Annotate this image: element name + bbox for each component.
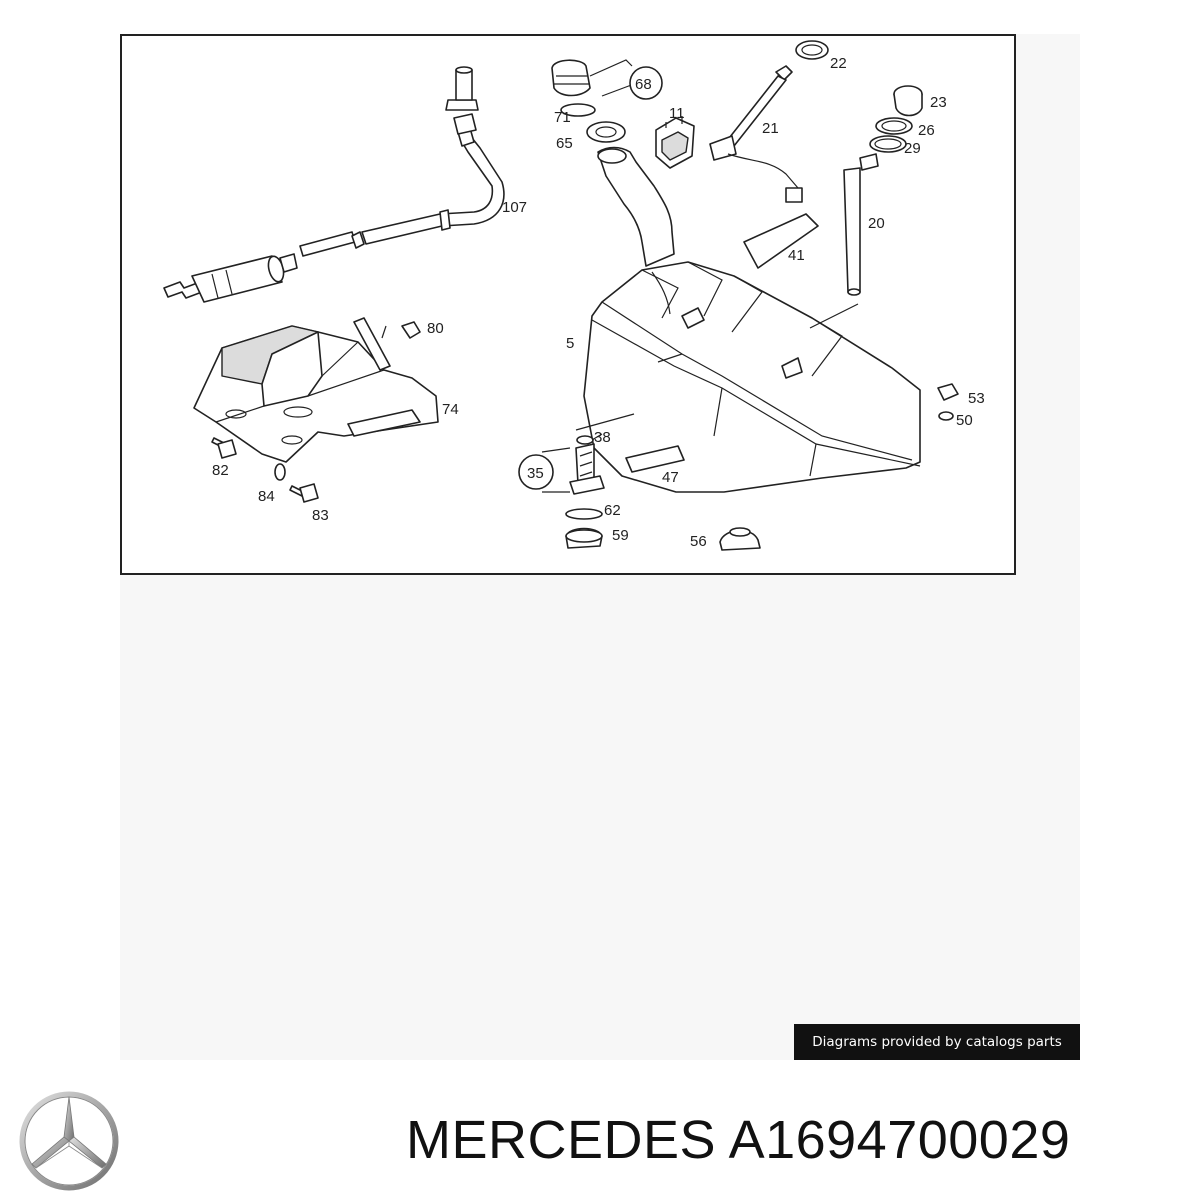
part-label-56: 56	[690, 533, 707, 550]
leader-lines	[381, 59, 859, 493]
pad-41-drawing	[743, 213, 819, 269]
part-title: MERCEDES A1694700029	[406, 1110, 1071, 1170]
callout-circle-35	[518, 454, 554, 490]
part-label-11: 11	[669, 105, 685, 122]
part-label-23: 23	[930, 94, 947, 111]
part-label-21: 21	[762, 120, 779, 137]
part-label-26: 26	[918, 122, 935, 139]
pad-47-drawing	[625, 445, 685, 473]
callout-circle-68	[629, 66, 663, 100]
part-label-80: 80	[427, 320, 444, 337]
fuel-pump-drawing	[163, 253, 298, 303]
part-label-71: 71	[554, 109, 571, 126]
mercedes-star-icon	[18, 1090, 120, 1192]
fuel-line-drawing	[299, 66, 505, 257]
part-label-74: 74	[442, 401, 459, 418]
part-label-29: 29	[904, 140, 921, 157]
part-label-83: 83	[312, 507, 329, 524]
fuel-sender-drawing	[709, 40, 829, 203]
part-label-22: 22	[830, 55, 847, 72]
fuel-tank-drawing	[583, 261, 921, 493]
sealing-rings-drawing	[843, 85, 923, 296]
credit-banner: Diagrams provided by catalogs parts	[794, 1024, 1080, 1060]
part-label-53: 53	[968, 390, 985, 407]
cap-56-drawing	[719, 527, 761, 551]
part-label-107: 107	[502, 199, 527, 216]
part-label-50: 50	[956, 412, 973, 429]
filler-neck-drawing	[551, 59, 675, 267]
part-label-5: 5	[566, 335, 574, 352]
part-label-38: 38	[594, 429, 611, 446]
part-label-82: 82	[212, 462, 229, 479]
part-label-59: 59	[612, 527, 629, 544]
parts-diagram: 22 68 71 11 21 23 26 29 65 107 20 41 80 …	[120, 34, 1016, 575]
part-label-47: 47	[662, 469, 679, 486]
part-label-35: 35	[527, 465, 544, 482]
bolt-hardware-drawing	[211, 437, 319, 503]
part-label-20: 20	[868, 215, 885, 232]
heat-shield-drawing	[193, 317, 439, 463]
part-label-84: 84	[258, 488, 275, 505]
part-label-41: 41	[788, 247, 805, 264]
part-label-65: 65	[556, 135, 573, 152]
part-label-62: 62	[604, 502, 621, 519]
sender-connector-drawing	[655, 116, 695, 169]
nut-washer-drawing	[937, 383, 959, 421]
part-label-68: 68	[635, 76, 652, 93]
